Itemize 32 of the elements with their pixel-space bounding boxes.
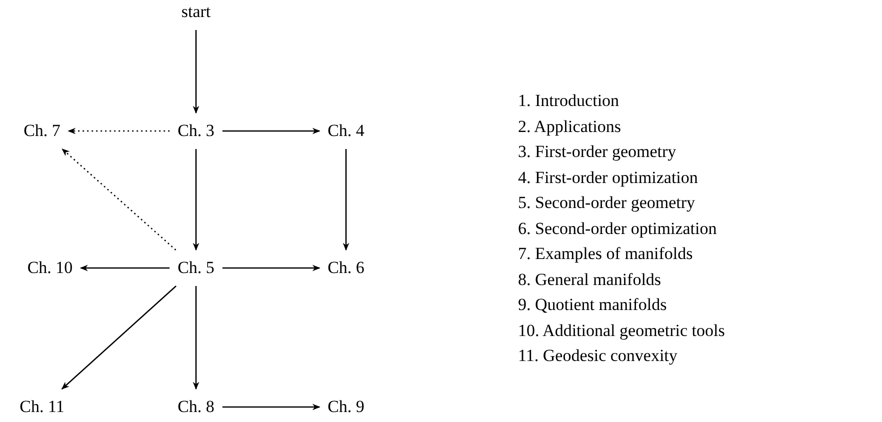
chapter-label: Ch. 8: [178, 397, 214, 417]
arrow: [192, 30, 200, 114]
dotted-arrow: [68, 128, 170, 134]
chapter-label: start: [181, 2, 211, 22]
arrow: [192, 149, 200, 251]
arrow: [222, 128, 320, 134]
chapter-list-item: 7. Examples of manifolds: [518, 243, 694, 265]
arrow: [80, 264, 170, 272]
arrow: [192, 286, 200, 390]
chapter-list-item: 8. General manifolds: [518, 268, 662, 290]
chapter-label: Ch. 10: [27, 258, 73, 278]
chapter-label: Ch. 4: [328, 121, 364, 141]
arrow: [342, 149, 350, 251]
chapter-list-item: 6. Second-order optimization: [518, 218, 718, 240]
chapter-label: Ch. 7: [24, 121, 60, 141]
chapter-list-item: 3. First-order geometry: [518, 141, 678, 163]
chapter-list-item: 10. Additional geometric tools: [518, 320, 725, 342]
chapter-list-item: 5. Second-order geometry: [518, 192, 696, 214]
dotted-arrow: [62, 148, 176, 250]
chapter-list-item: 11. Geodesic convexity: [518, 345, 678, 367]
chapter-list-item: 1. Introduction: [518, 90, 620, 112]
chapter-list-item: 2. Applications: [518, 116, 622, 138]
chapter-label: Ch. 6: [328, 258, 364, 278]
arrow: [61, 286, 176, 390]
chapter-label: Ch. 9: [328, 397, 364, 417]
chapter-label: Ch. 3: [178, 121, 214, 141]
chapter-label: Ch. 5: [178, 258, 214, 278]
chapter-label: Ch. 11: [20, 397, 64, 417]
arrow: [222, 404, 320, 410]
chapter-list-item: 9. Quotient manifolds: [518, 294, 668, 316]
chapter-list-item: 4. First-order optimization: [518, 166, 699, 189]
arrow: [222, 264, 320, 272]
